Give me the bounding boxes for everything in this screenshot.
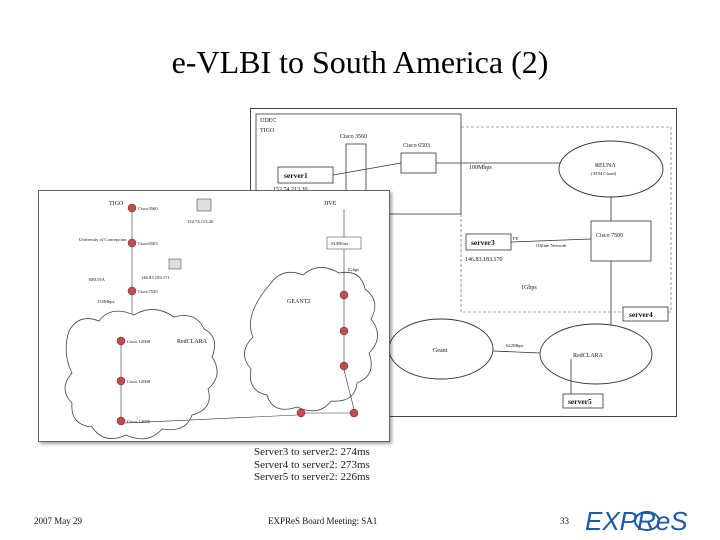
ip-mid-label: 146.83.183.171 (141, 275, 170, 280)
reuna-front-label: REUNA (89, 277, 106, 282)
cisco-7520-label: Cisco7520 (138, 289, 158, 294)
server3-label: server3 (471, 238, 495, 247)
slide-title: e-VLBI to South America (2) (171, 44, 549, 80)
surfnet-label: SURFnet (331, 241, 349, 246)
cisco-7500-label: Cisco 7500 (596, 233, 623, 239)
cisco-6503-label: Cisco 6503 (403, 143, 430, 149)
server3-ip: 146.83.183.170 (465, 257, 503, 263)
router-icon (116, 376, 126, 386)
router-icon (127, 238, 137, 248)
link-155-label: 155Mbps (97, 299, 115, 304)
router-icon (339, 361, 349, 371)
server1-label: server1 (284, 171, 308, 180)
offline-network-box (460, 126, 672, 313)
server4-box (622, 306, 669, 322)
jive-label: JIVE (324, 201, 337, 207)
computer-icon (196, 198, 212, 212)
cisco-12000-c-label: Cisco 12000 (127, 419, 151, 424)
fe-label: FE (513, 236, 519, 241)
geant2-cloud (244, 267, 378, 412)
server5-label: server5 (568, 397, 592, 406)
redclara-front-cloud (64, 309, 218, 440)
server5-box (562, 393, 604, 409)
router-icon (339, 290, 349, 300)
tigo-front-label: TIGO (109, 201, 124, 207)
udec-label: UDEC (260, 118, 276, 124)
latency-list: Server3 to server2: 274ms Server4 to ser… (254, 446, 370, 484)
footer-center: EXPReS Board Meeting: SA1 (268, 516, 378, 526)
router-icon (116, 336, 126, 346)
link-100-label: 100Mbps (469, 165, 492, 171)
router-icon (116, 416, 126, 426)
cisco-3560-front-label: Cisco3560 (138, 206, 158, 211)
cisco-7500-box (590, 220, 652, 262)
reuna-sub-label: (ATM Cloud) (591, 171, 617, 176)
expres-logo: EXPReS (585, 506, 688, 533)
router-icon (127, 203, 137, 213)
cisco-6503-box (400, 152, 437, 174)
latency-line: Server4 to server2: 273ms (254, 458, 370, 471)
computer-icon (168, 258, 182, 270)
latency-line: Server3 to server2: 274ms (254, 446, 370, 458)
geant-label: Geant (433, 348, 448, 354)
geant2-label: GEANT2 (287, 299, 310, 305)
logo-ring-icon (634, 511, 660, 531)
cisco-3560-label: Cisco 3560 (340, 134, 367, 140)
router-icon (296, 408, 306, 418)
logo-text: EXPReS (585, 506, 688, 533)
router-icon (127, 286, 137, 296)
redclara-cloud (539, 323, 653, 385)
footer-date: 2007 May 29 (34, 516, 82, 526)
redclara-label: RedCLARA (573, 353, 604, 359)
router-icon (339, 326, 349, 336)
speed-label: 1Gbps (347, 267, 359, 272)
tigo-label: TIGO (260, 128, 275, 134)
reuna-cloud (558, 140, 664, 198)
page-number: 33 (560, 516, 569, 526)
cisco-12000-b-label: Cisco 12000 (127, 379, 151, 384)
link-622-label: 622Mbps (506, 343, 524, 348)
redclara-front-label: RedCLARA (177, 339, 208, 345)
network-diagram-front: TIGO JIVE Cisco3560 152.74.113.20 Univer… (38, 190, 390, 442)
offline-label: Offline Network (536, 243, 567, 248)
reuna-label: REUNA (595, 163, 616, 169)
ip-top-label: 152.74.113.20 (187, 219, 214, 224)
cisco-6503-front-label: Cisco6503 (138, 241, 158, 246)
latency-line: Server5 to server2: 226ms (254, 471, 370, 483)
gbps-label: 1Gbps (521, 285, 537, 291)
cisco-12000-a-label: Cisco 12000 (127, 339, 151, 344)
router-icon (349, 408, 359, 418)
univ-label: University of Concepcion (79, 237, 127, 242)
server4-label: server4 (629, 310, 653, 319)
